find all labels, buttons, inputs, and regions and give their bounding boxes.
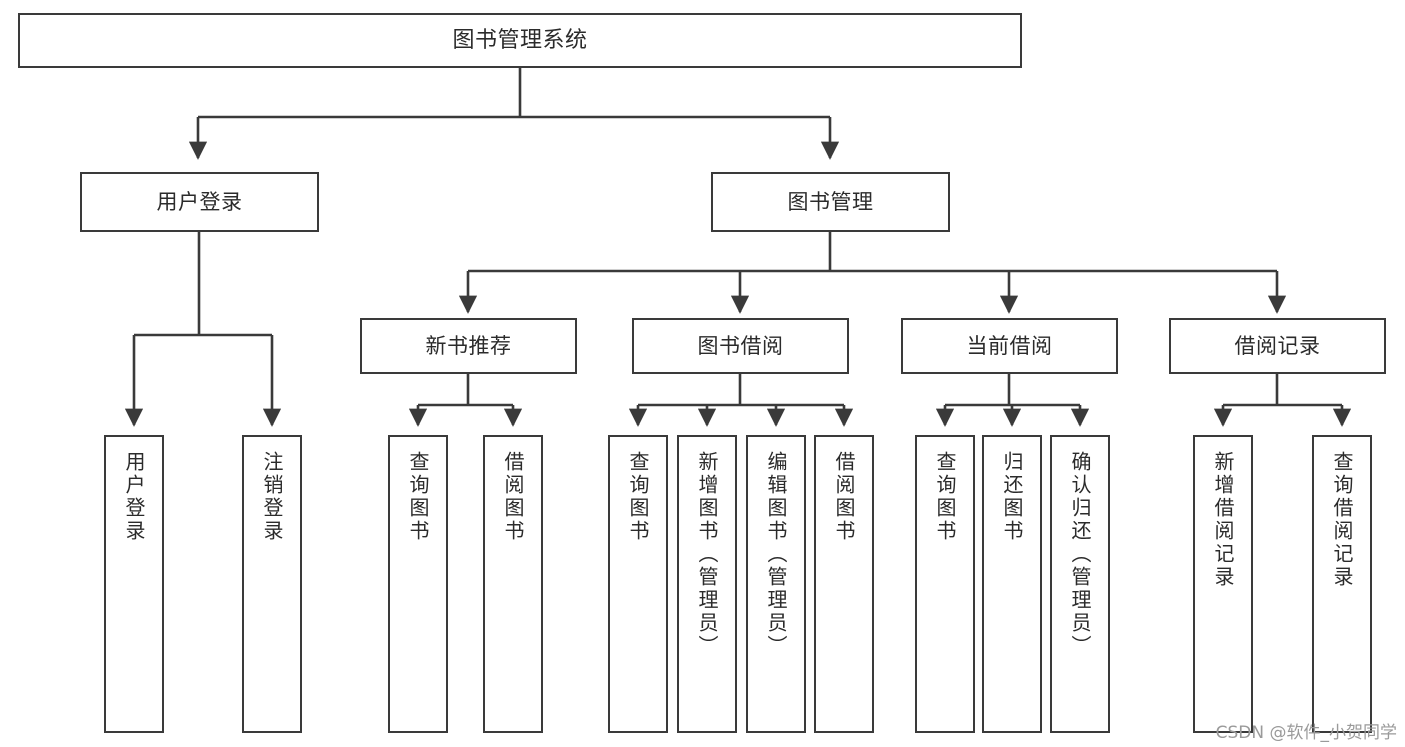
node-label: 归还图书 xyxy=(1000,451,1024,543)
node-current-borrow[interactable]: 当前借阅 xyxy=(901,318,1118,374)
node-label: 借阅图书 xyxy=(832,451,856,543)
node-label: 查询图书 xyxy=(933,451,957,543)
node-user-login[interactable]: 用户登录 xyxy=(80,172,319,232)
node-label: 查询图书 xyxy=(626,451,650,543)
node-label: 借阅图书 xyxy=(501,451,525,543)
node-root-system[interactable]: 图书管理系统 xyxy=(18,13,1022,68)
leaf-user-login[interactable]: 用户登录 xyxy=(104,435,164,733)
leaf-query-borrow-record[interactable]: 查询借阅记录 xyxy=(1312,435,1372,733)
leaf-confirm-return-admin[interactable]: 确认归还（管理员） xyxy=(1050,435,1110,733)
node-label: 确认归还（管理员） xyxy=(1068,451,1092,658)
node-label: 当前借阅 xyxy=(966,333,1053,358)
node-new-book-recommend[interactable]: 新书推荐 xyxy=(360,318,577,374)
node-label: 新增图书（管理员） xyxy=(695,451,719,658)
node-label: 新书推荐 xyxy=(425,333,512,358)
node-borrow-record[interactable]: 借阅记录 xyxy=(1169,318,1386,374)
node-label: 用户登录 xyxy=(156,189,243,214)
leaf-add-borrow-record[interactable]: 新增借阅记录 xyxy=(1193,435,1253,733)
node-label: 用户登录 xyxy=(122,451,146,543)
node-label: 查询借阅记录 xyxy=(1330,451,1354,589)
node-label: 编辑图书（管理员） xyxy=(764,451,788,658)
leaf-return-book[interactable]: 归还图书 xyxy=(982,435,1042,733)
leaf-query-book-borrow[interactable]: 查询图书 xyxy=(608,435,668,733)
node-label: 借阅记录 xyxy=(1234,333,1321,358)
leaf-query-book-current[interactable]: 查询图书 xyxy=(915,435,975,733)
node-book-borrow[interactable]: 图书借阅 xyxy=(632,318,849,374)
node-book-management[interactable]: 图书管理 xyxy=(711,172,950,232)
csdn-watermark: CSDN @软件_小贺同学 xyxy=(1215,723,1397,743)
leaf-borrow-book-recommend[interactable]: 借阅图书 xyxy=(483,435,543,733)
leaf-edit-book-admin[interactable]: 编辑图书（管理员） xyxy=(746,435,806,733)
node-label: 图书管理 xyxy=(787,189,874,214)
leaf-add-book-admin[interactable]: 新增图书（管理员） xyxy=(677,435,737,733)
node-label: 图书管理系统 xyxy=(452,27,588,53)
node-label: 注销登录 xyxy=(260,451,284,543)
node-label: 图书借阅 xyxy=(697,333,784,358)
node-label: 查询图书 xyxy=(406,451,430,543)
leaf-query-book-recommend[interactable]: 查询图书 xyxy=(388,435,448,733)
leaf-logout[interactable]: 注销登录 xyxy=(242,435,302,733)
leaf-borrow-book[interactable]: 借阅图书 xyxy=(814,435,874,733)
node-label: 新增借阅记录 xyxy=(1211,451,1235,589)
